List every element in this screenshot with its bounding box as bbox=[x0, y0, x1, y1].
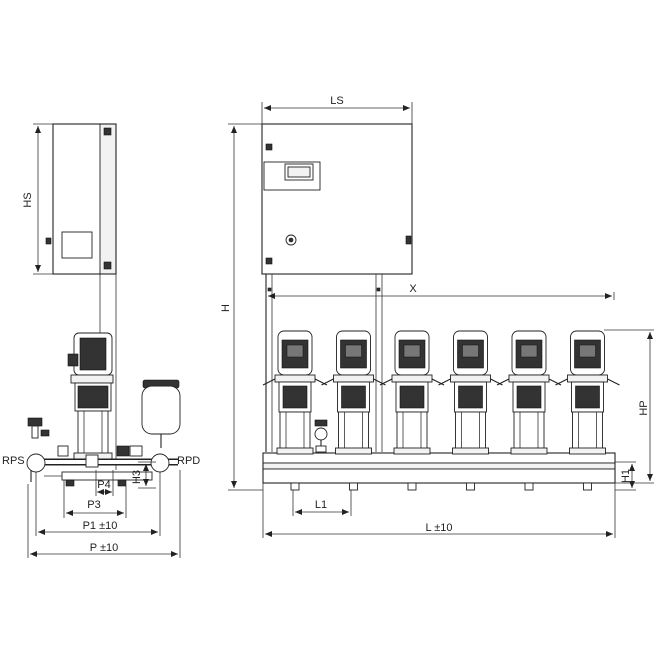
feet-row bbox=[290, 482, 592, 491]
dim-hs bbox=[33, 123, 53, 275]
pump-row bbox=[262, 330, 620, 455]
dim-p3 bbox=[63, 480, 127, 518]
pump-6 bbox=[555, 330, 620, 455]
label-h3: H3 bbox=[131, 470, 143, 484]
side-control-cabinet bbox=[45, 123, 117, 275]
pressure-sensor bbox=[314, 419, 328, 453]
label-l: L ±10 bbox=[425, 522, 452, 534]
label-h: H bbox=[220, 304, 232, 312]
pump-5 bbox=[496, 330, 562, 455]
label-hp: HP bbox=[638, 400, 650, 415]
dim-x bbox=[265, 292, 615, 300]
front-view: LS H X HP H1 bbox=[220, 95, 654, 538]
base-frame bbox=[262, 452, 616, 484]
label-hs: HS bbox=[22, 192, 34, 207]
side-view: HS P4 P3 H3 P1 ±10 P bbox=[2, 123, 200, 558]
dim-h3 bbox=[138, 461, 156, 489]
front-control-cabinet bbox=[261, 123, 413, 275]
label-ls: LS bbox=[330, 95, 343, 107]
label-p: P ±10 bbox=[90, 542, 118, 554]
dim-l1 bbox=[292, 490, 352, 516]
label-h1: H1 bbox=[620, 469, 632, 483]
pump-2 bbox=[321, 330, 386, 455]
expansion-vessel bbox=[141, 379, 181, 448]
pump-3 bbox=[379, 330, 445, 455]
dim-p bbox=[27, 470, 181, 558]
foot-1 bbox=[290, 482, 300, 491]
label-rpd: RPD bbox=[177, 455, 200, 467]
pump-1 bbox=[262, 330, 328, 455]
foot-5 bbox=[524, 482, 534, 491]
pump-4 bbox=[438, 330, 503, 455]
dim-p1 bbox=[35, 472, 161, 536]
dim-p4 bbox=[95, 470, 114, 496]
label-p3: P3 bbox=[87, 499, 100, 511]
foot-3 bbox=[407, 482, 417, 491]
foot-6 bbox=[583, 482, 592, 491]
label-l1: L1 bbox=[315, 499, 327, 511]
foot-2 bbox=[349, 482, 358, 491]
foot-4 bbox=[466, 482, 475, 491]
label-x: X bbox=[409, 283, 417, 295]
dim-l bbox=[262, 483, 616, 538]
side-pump bbox=[67, 332, 114, 464]
label-rps: RPS bbox=[2, 455, 25, 467]
dim-h bbox=[228, 123, 263, 491]
label-p4: P4 bbox=[97, 479, 110, 491]
label-p1: P1 ±10 bbox=[83, 520, 118, 532]
dim-ls bbox=[261, 102, 413, 124]
dim-h1 bbox=[615, 461, 636, 491]
